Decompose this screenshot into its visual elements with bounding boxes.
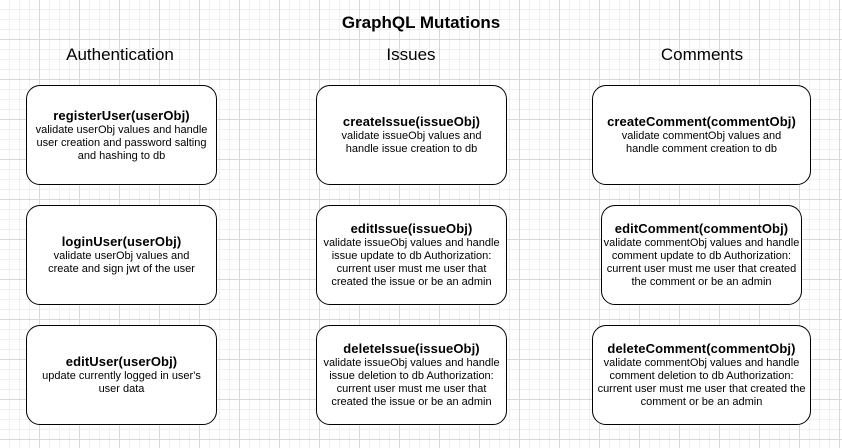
diagram-title: GraphQL Mutations <box>341 13 501 32</box>
mutation-description: validate issueObj values and handle issu… <box>341 130 482 155</box>
mutation-box-delete-issue: deleteIssue(issueObj) validate issueObj … <box>316 325 507 425</box>
mutation-box-login-user: loginUser(userObj) validate userObj valu… <box>26 205 217 305</box>
mutation-description: validate issueObj values and handle issu… <box>323 357 500 408</box>
mutation-name: deleteComment(commentObj) <box>607 341 796 356</box>
mutation-name: createComment(commentObj) <box>607 114 796 129</box>
mutation-description: validate commentObj values and handle co… <box>597 357 806 408</box>
mutation-box-edit-comment: editComment(commentObj) validate comment… <box>601 205 802 305</box>
mutation-box-edit-issue: editIssue(issueObj) validate issueObj va… <box>316 205 507 305</box>
mutation-description: validate commentObj values and handle co… <box>603 237 800 288</box>
mutation-name: editComment(commentObj) <box>614 221 789 236</box>
mutation-description: validate issueObj values and handle issu… <box>323 237 500 288</box>
mutation-box-edit-user: editUser(userObj) update currently logge… <box>26 325 217 425</box>
column-header-authentication: Authentication <box>66 45 174 64</box>
mutation-box-create-comment: createComment(commentObj) validate comme… <box>592 85 811 185</box>
mutation-description: validate userObj values and handle user … <box>35 123 208 162</box>
column-header-comments: Comments <box>660 45 744 64</box>
mutation-name: createIssue(issueObj) <box>342 114 481 129</box>
mutation-name: editUser(userObj) <box>65 354 178 369</box>
mutation-name: editIssue(issueObj) <box>350 221 473 236</box>
mutation-box-create-issue: createIssue(issueObj) validate issueObj … <box>316 85 507 185</box>
mutation-name: loginUser(userObj) <box>61 234 182 249</box>
mutation-name: deleteIssue(issueObj) <box>343 341 480 356</box>
mutation-description: validate userObj values and create and s… <box>48 250 195 275</box>
mutation-box-register-user: registerUser(userObj) validate userObj v… <box>26 85 217 185</box>
mutation-description: update currently logged in user's user d… <box>42 370 201 395</box>
column-header-issues: Issues <box>386 45 436 64</box>
mutation-name: registerUser(userObj) <box>53 107 190 123</box>
mutation-description: validate commentObj values and handle co… <box>621 130 782 155</box>
mutation-box-delete-comment: deleteComment(commentObj) validate comme… <box>592 325 811 425</box>
